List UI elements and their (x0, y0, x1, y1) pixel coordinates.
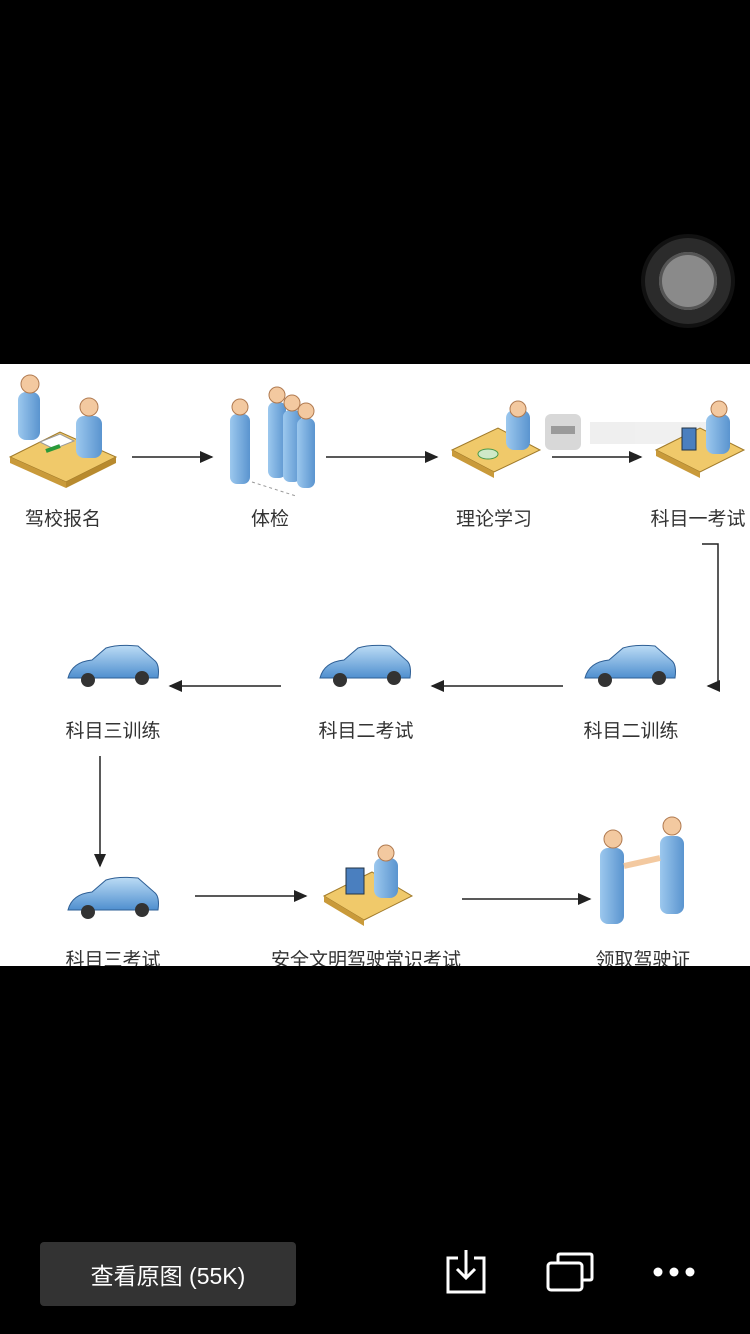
step-label-safety-exam: 安全文明驾驶常识考试 (270, 949, 462, 966)
assistive-touch-button[interactable] (645, 238, 731, 324)
viewed-image[interactable]: 驾校报名 体检 理论学习 科目一考试 科目二训练 科目二考试 科目三训练 科目三… (0, 364, 750, 966)
step-label-register: 驾校报名 (24, 508, 102, 530)
exam-computer-illustration (654, 400, 746, 478)
step-label-subject2-training: 科目二训练 (583, 720, 679, 742)
step-label-theory: 理论学习 (455, 508, 533, 530)
car-illustration-step7 (67, 644, 159, 687)
more-icon[interactable] (644, 1242, 704, 1302)
step-label-subject3-training: 科目三训练 (65, 720, 161, 742)
registration-illustration (8, 374, 118, 488)
theory-study-illustration (450, 400, 542, 478)
safety-exam-illustration (322, 844, 414, 926)
step-label-subject3-exam: 科目三考试 (65, 949, 161, 966)
car-illustration-step6 (319, 644, 411, 687)
view-original-button[interactable]: 查看原图 (55K) (40, 1242, 296, 1306)
step-label-get-license: 领取驾驶证 (595, 949, 691, 966)
flowchart-graphic (8, 374, 746, 926)
medical-check-illustration (230, 386, 315, 497)
step-label-subject1-exam: 科目一考试 (650, 508, 746, 530)
assistive-touch-inner (659, 252, 717, 310)
handshake-illustration (600, 816, 684, 924)
step-label-subject2-exam: 科目二考试 (318, 720, 414, 742)
download-icon[interactable] (436, 1242, 496, 1302)
multi-window-icon[interactable] (540, 1242, 600, 1302)
bottom-toolbar: 查看原图 (55K) (0, 1220, 750, 1334)
car-illustration-step8 (67, 876, 159, 919)
step-label-medical: 体检 (250, 508, 290, 530)
car-illustration-step5 (584, 644, 676, 687)
